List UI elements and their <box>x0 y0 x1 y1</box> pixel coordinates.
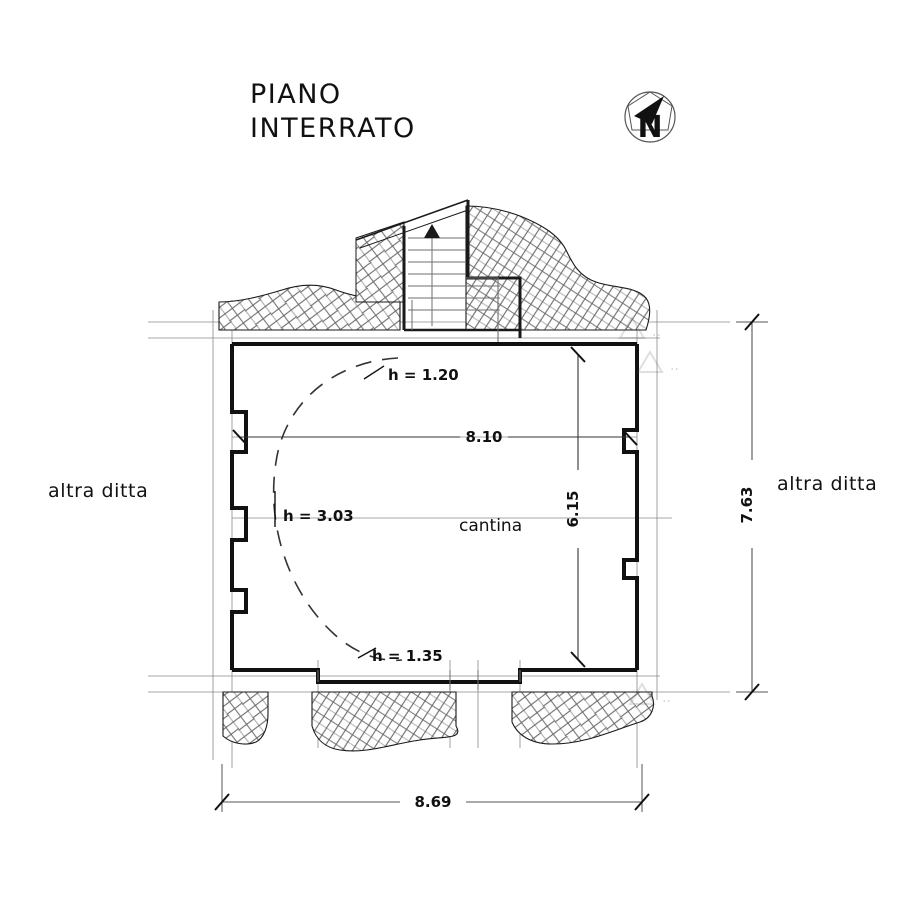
dimension-overall-width: 8.69 <box>214 764 650 812</box>
dimension-8-69-label: 8.69 <box>414 793 451 811</box>
vault-arc <box>272 357 403 662</box>
dimension-overall-height: 7.63 <box>736 313 768 701</box>
wall-inner-faces <box>317 670 521 690</box>
watermark-marks: .. .. .. <box>618 316 679 706</box>
height-top-label: h = 1.20 <box>388 366 459 384</box>
height-leaders <box>274 365 385 659</box>
svg-text:..: .. <box>670 358 679 374</box>
left-neighbor-label: altra ditta <box>48 480 148 502</box>
dimension-interior-height: 6.15 <box>564 346 586 668</box>
dimension-6-15-label: 6.15 <box>564 490 582 527</box>
dimension-interior-width: 8.10 <box>232 428 638 446</box>
height-bottom-label: h = 1.35 <box>372 647 443 665</box>
title-line-2: INTERRATO <box>250 113 416 144</box>
right-neighbor-label: altra ditta <box>777 473 877 495</box>
earth-fill-bottom <box>222 691 655 752</box>
svg-text:..: .. <box>662 690 671 706</box>
north-arrow-icon: N <box>624 91 676 145</box>
cantina-walls <box>230 342 639 684</box>
svg-text:..: .. <box>652 324 661 340</box>
dimension-7-63-label: 7.63 <box>738 486 756 523</box>
room-name-label: cantina <box>459 516 522 536</box>
title-line-1: PIANO <box>250 79 342 110</box>
earth-fill-top <box>218 205 651 331</box>
height-middle-label: h = 3.03 <box>283 507 354 525</box>
stair-structure <box>355 199 522 344</box>
compass-letter: N <box>637 110 662 145</box>
dimension-8-10-label: 8.10 <box>465 428 502 446</box>
